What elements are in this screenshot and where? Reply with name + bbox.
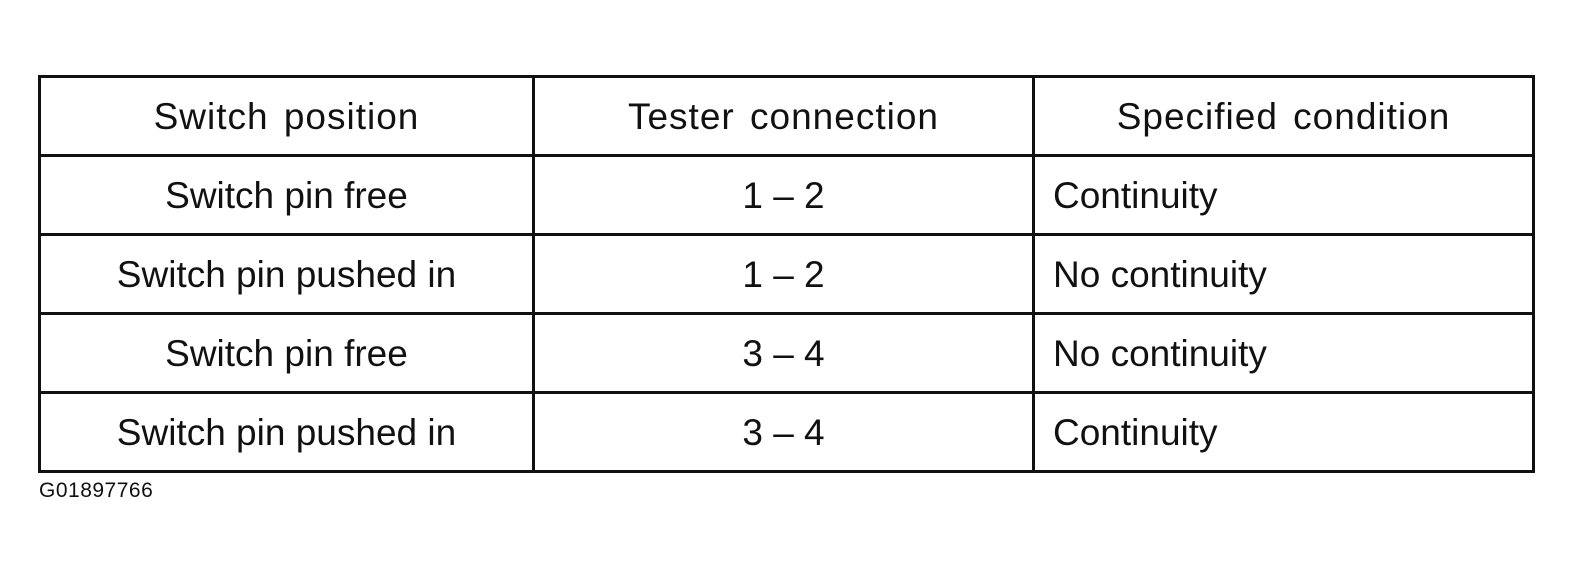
cell-switch-position: Switch pin free (38, 312, 535, 394)
cell-tester-connection: 1 – 2 (532, 154, 1035, 236)
cell-switch-position: Switch pin free (38, 154, 535, 236)
figure-code: G01897766 (39, 479, 154, 502)
header-tester-connection: Tester connection (532, 75, 1035, 157)
table-row: Switch pin pushed in 3 – 4 Continuity (38, 391, 1535, 473)
table-row: Switch pin free 1 – 2 Continuity (38, 154, 1535, 236)
header-switch-position: Switch position (38, 75, 535, 157)
table-row: Switch pin free 3 – 4 No continuity (38, 312, 1535, 394)
cell-specified-condition: No continuity (1032, 233, 1535, 315)
cell-tester-connection: 3 – 4 (532, 312, 1035, 394)
cell-specified-condition: Continuity (1032, 391, 1535, 473)
table-row: Switch pin pushed in 1 – 2 No continuity (38, 233, 1535, 315)
cell-switch-position: Switch pin pushed in (38, 233, 535, 315)
header-specified-condition: Specified condition (1032, 75, 1535, 157)
table-header-row: Switch position Tester connection Specif… (38, 75, 1535, 157)
cell-specified-condition: Continuity (1032, 154, 1535, 236)
cell-specified-condition: No continuity (1032, 312, 1535, 394)
switch-inspection-table: Switch position Tester connection Specif… (38, 75, 1535, 473)
cell-tester-connection: 1 – 2 (532, 233, 1035, 315)
cell-tester-connection: 3 – 4 (532, 391, 1035, 473)
cell-switch-position: Switch pin pushed in (38, 391, 535, 473)
